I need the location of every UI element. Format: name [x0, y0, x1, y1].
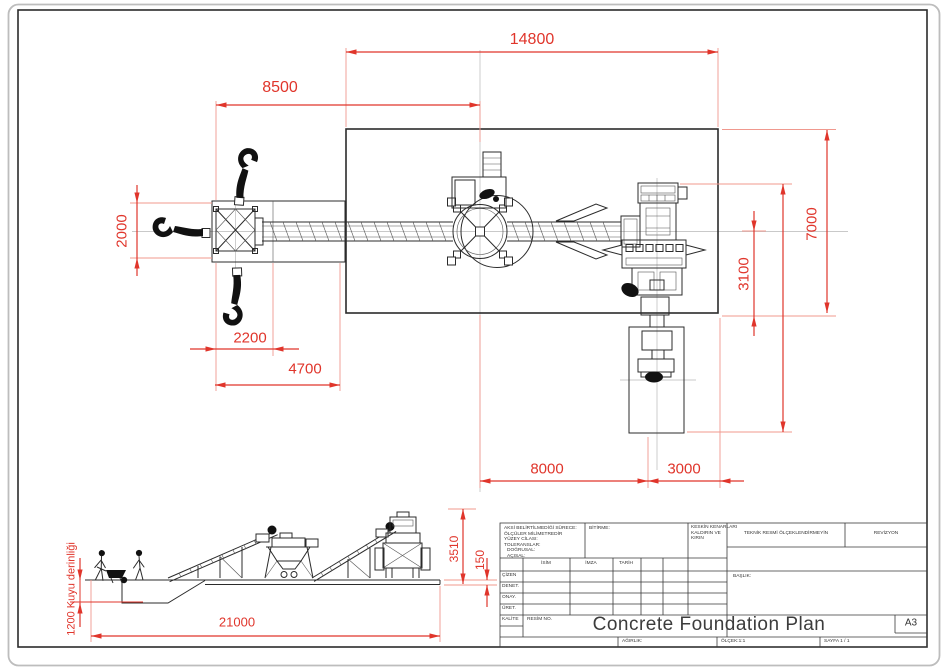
tolerance-note: AKSİ BELİRTİLMEDİĞİ SÜRECE: ÖLÇÜLER MİLİ… [504, 526, 577, 559]
tolerance-line: DOĞRUSAL: [507, 548, 536, 554]
dim-3510: 3510 [447, 535, 461, 563]
edge-note: KESKİN KENARLARI KALDIRIN VE KIRIN [691, 525, 737, 542]
edge-note-line: KIRIN [691, 536, 704, 542]
tolerance-line: AÇISAL: [507, 553, 526, 559]
row-label-checked: DENET. [502, 584, 520, 590]
elevation-people [93, 548, 145, 584]
col-header-name: İSİM [541, 561, 551, 567]
tolerance-line: AKSİ BELİRTİLMEDİĞİ SÜRECE: [504, 526, 577, 531]
elevation-mixer [264, 532, 319, 579]
revision-label: REVİZYON [873, 531, 899, 537]
row-label-drawn: ÇİZEN [502, 573, 517, 579]
tolerance-line: ÖLÇÜLER MİLİMETREDİR [504, 531, 563, 537]
plan-dimensions [130, 48, 836, 488]
dim-21000: 21000 [218, 614, 256, 630]
elevation-batching-plant [374, 511, 431, 578]
batching-plant-plan [601, 182, 707, 383]
col-header-date: TARİH [618, 561, 634, 567]
title-block-grid [499, 522, 928, 648]
tolerance-line: TOLERANSLAR: [504, 542, 541, 548]
elevation-dimensions [70, 508, 497, 642]
dim-4700: 4700 [288, 360, 322, 378]
do-not-scale-label: TEKNİK RESMİ ÖLÇEKLENDİRMEYİN [743, 531, 829, 537]
dim-150: 150 [473, 549, 487, 571]
tolerance-line: YÜZEY CİLASI: [504, 537, 538, 543]
plan-foundation-outline [345, 128, 719, 434]
dim-8000: 8000 [530, 460, 564, 478]
excavator-arm-silhouettes [152, 146, 260, 327]
edge-note-line: KESKİN KENARLARI [691, 525, 738, 530]
drawing-title: Concrete Foundation Plan [592, 614, 826, 636]
row-label-approved: ONAY. [502, 595, 516, 601]
elevation-incline-conveyor-1 [167, 525, 278, 583]
dim-8500: 8500 [262, 79, 298, 96]
row-label-quality: KALİTE [502, 617, 519, 623]
elevation-ground [85, 579, 441, 604]
weight-label: AĞIRLIK: [622, 639, 643, 645]
row-label-manufactured: ÜRET. [502, 606, 516, 612]
sheet-label: SAYFA 1 / 1 [824, 639, 850, 645]
paper-size: A3 [904, 617, 918, 629]
title-label: BAŞLIK: [733, 574, 752, 580]
dim-14800: 14800 [509, 31, 555, 48]
dim-3100: 3100 [735, 257, 753, 291]
col-header-signature: İMZA [585, 561, 597, 567]
edge-note-line: KALDIRIN VE [691, 530, 721, 536]
elevation-incline-conveyor-2 [311, 522, 397, 582]
dim-7000: 7000 [803, 207, 821, 241]
dim-2200: 2200 [233, 329, 267, 347]
dim-2000: 2000 [113, 214, 131, 248]
sheet-border [7, 3, 941, 667]
dim-3000: 3000 [667, 460, 701, 478]
drawing-no-label: RESİM NO. [527, 617, 553, 623]
scale-label: ÖLÇEK:1:1 [721, 639, 746, 645]
pan-mixer-plan [447, 151, 534, 268]
main-conveyor-plan [254, 203, 641, 260]
finish-label: BİTİRME: [589, 526, 610, 531]
pit-depth-note: 1200 Kuyu derinliği [65, 542, 78, 636]
